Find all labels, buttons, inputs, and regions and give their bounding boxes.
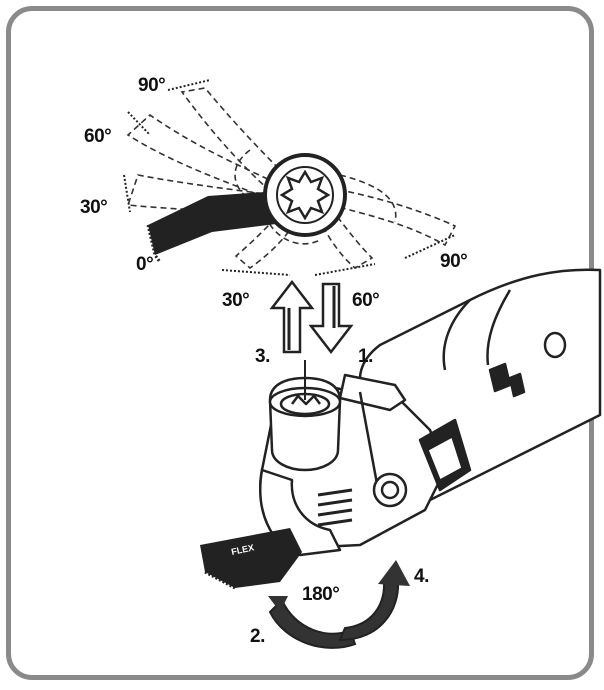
angle-label-60-bottom: 60°: [352, 290, 380, 311]
angle-label-90-top: 90°: [138, 75, 166, 96]
step-label-2: 2.: [250, 626, 265, 647]
step-label-3: 3.: [255, 346, 270, 367]
mount-arrows: [269, 279, 354, 355]
blade-angle-fan: [126, 87, 457, 270]
step-label-4: 4.: [414, 566, 429, 587]
angle-label-60-left: 60°: [84, 126, 112, 147]
angle-label-30-left: 30°: [80, 197, 108, 218]
blade-teeth-marks: [123, 79, 456, 276]
angle-label-30-bottom: 30°: [222, 290, 250, 311]
rotation-arrows: [268, 560, 410, 649]
saw-blade: [146, 153, 347, 263]
step-label-1: 1.: [358, 346, 373, 367]
mounted-blade: [200, 528, 302, 590]
multitool-body: [259, 268, 602, 557]
angle-label-0: 0°: [136, 254, 154, 275]
angle-label-180: 180°: [302, 584, 340, 605]
blade-brand-text: FLEX: [230, 542, 255, 557]
angle-label-90-right: 90°: [440, 251, 468, 272]
